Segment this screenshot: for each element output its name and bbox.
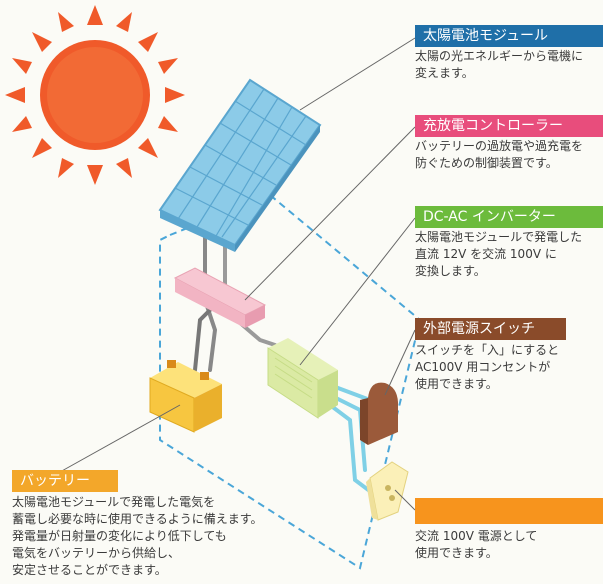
label-solar-desc: 太陽の光エネルギーから電機に 変えます。	[415, 49, 584, 80]
ac-outlet	[366, 461, 409, 521]
charge-controller	[173, 267, 267, 328]
label-controller-desc: バッテリーの過放電や過充電を 防ぐための制御装置です。	[415, 139, 584, 170]
label-switch-desc: スイッチを「入」にすると AC100V 用コンセントが 使用できます。	[415, 343, 560, 391]
label-solar-title: 太陽電池モジュール	[415, 25, 603, 47]
label-inverter-title: DC-AC インバーター	[415, 206, 603, 228]
label-outlet-desc: 交流 100V 電源として 使用できます。	[415, 529, 538, 560]
battery	[149, 360, 222, 433]
leader-lines	[59, 37, 416, 511]
sun-icon	[5, 5, 185, 185]
enclosure-outline	[159, 193, 422, 570]
solar-panel	[158, 78, 322, 252]
label-outlet-title	[415, 498, 603, 524]
external-power-switch	[360, 382, 398, 445]
label-battery-title: バッテリー	[12, 470, 118, 492]
label-battery-desc: 太陽電池モジュールで発電した電気を 蓄電し必要な時に使用できるように備えます。 …	[12, 495, 263, 577]
inverter	[267, 338, 338, 419]
label-controller-title: 充放電コントローラー	[415, 115, 603, 137]
label-switch-title: 外部電源スイッチ	[415, 318, 566, 340]
label-inverter-desc: 太陽電池モジュールで発電した 直流 12V を交流 100V に 変換します。	[415, 230, 583, 278]
